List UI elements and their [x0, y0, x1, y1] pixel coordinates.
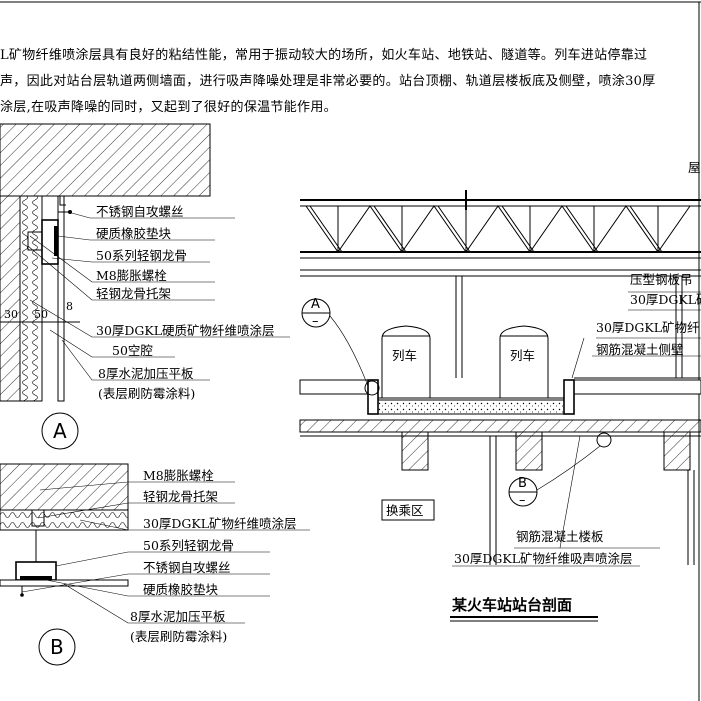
section-title: 某火车站站台剖面 — [452, 596, 572, 614]
intro-line-2: 声，因此对站台层轨道两侧墙面，进行吸声降噪处理是非常必要的。站台顶棚、轨道层楼板… — [0, 74, 656, 89]
main-slab — [299, 419, 701, 433]
detail-a-label-bolt: M8膨胀螺栓 — [96, 268, 167, 283]
section-label-deck: 压型钢板吊 — [630, 272, 693, 287]
svg-text:–: – — [519, 493, 526, 508]
platform-left — [299, 379, 375, 395]
detail-b-label-bracket: 轻钢龙骨托架 — [143, 489, 218, 504]
detail-a-label-board: 8厚水泥加压平板 — [98, 366, 194, 381]
detail-a-label-cavity: 50空腔 — [112, 343, 153, 358]
section-label-slab: 钢筋混凝土楼板 — [516, 529, 604, 544]
intro-line-3: 涂层,在吸声降噪的同时，又起到了很好的保温节能作用。 — [0, 100, 337, 115]
intro-line-1: L矿物纤维喷涂层具有良好的粘结性能，常用于振动较大的场所，如火车站、地铁站、隧道… — [0, 48, 648, 63]
detail-b-label-stud: 50系列轻钢龙骨 — [143, 538, 234, 553]
detail-a-marker — [41, 412, 79, 450]
beam-2 — [515, 431, 543, 471]
detail-b-bracket — [31, 510, 45, 527]
detail-a-slab — [0, 123, 211, 197]
detail-b-label-board: 8厚水泥加压平板 — [130, 609, 226, 624]
detail-b-slab — [0, 463, 129, 511]
detail-a-dim-50: 50 — [34, 308, 48, 321]
track-ballast — [373, 399, 571, 415]
train-1-label: 列车 — [392, 348, 417, 363]
detail-a-label-screw: 不锈钢自攻螺丝 — [96, 204, 184, 219]
detail-a-label-board-note: (表层刷防霉涂料) — [98, 386, 195, 401]
detail-a-label-pad: 硬质橡胶垫块 — [96, 226, 172, 241]
detail-a-wall — [0, 195, 21, 402]
detail-b-label-pad: 硬质橡胶垫块 — [143, 582, 219, 597]
detail-a-label-stud: 50系列轻钢龙骨 — [96, 248, 187, 263]
detail-b-label-bolt: M8膨胀螺栓 — [143, 468, 214, 483]
detail-b-label-screw: 不锈钢自攻螺丝 — [143, 560, 231, 575]
detail-b-coating — [0, 509, 129, 531]
detail-b-label-coating: 30厚DGKL矿物纤维喷涂层 — [143, 516, 297, 531]
train-2-label: 列车 — [510, 348, 535, 363]
section-label-roof: 屋 — [688, 160, 701, 175]
detail-a-coating — [19, 195, 43, 402]
detail-a: 30 50 8 不锈钢自攻螺丝 硬质橡胶垫块 50系列轻钢龙骨 M8膨胀螺栓 轻… — [0, 123, 290, 450]
svg-text:–: – — [312, 314, 319, 329]
detail-a-marker-label: A — [53, 419, 67, 443]
beam-1 — [401, 431, 429, 471]
detail-a-rubber-pad — [54, 226, 58, 256]
platform-right — [563, 379, 701, 395]
section-label-wall-coating: 30厚DGKL矿物纤 — [596, 320, 700, 335]
section-label-roof-coating: 30厚DGKL矿 — [630, 292, 701, 307]
detail-b-board — [0, 579, 129, 587]
section-marker-b-label: B — [518, 476, 527, 491]
station-section: 列车 列车 — [299, 160, 701, 622]
detail-a-label-coating: 30厚DGKL硬质矿物纤维喷涂层 — [96, 323, 275, 338]
detail-a-dim-30: 30 — [4, 308, 18, 321]
detail-a-label-bracket: 轻钢龙骨托架 — [96, 286, 171, 301]
detail-a-dim-8: 8 — [66, 300, 73, 313]
section-label-side-wall: 钢筋混凝土侧壁 — [596, 342, 684, 357]
detail-b-label-board-note: (表层刷防霉涂料) — [130, 629, 227, 644]
section-label-transfer: 换乘区 — [386, 503, 424, 518]
section-label-slab-coating: 30厚DGKL矿物纤维吸声喷涂层 — [454, 551, 633, 566]
detail-a-bracket — [27, 231, 42, 251]
train-1: 列车 — [381, 325, 431, 399]
beam-3 — [663, 431, 691, 471]
detail-b-marker-label: B — [50, 635, 64, 659]
section-marker-a-label: A — [311, 297, 320, 312]
detail-b: M8膨胀螺栓 轻钢龙骨托架 30厚DGKL矿物纤维喷涂层 50系列轻钢龙骨 不锈… — [0, 463, 310, 666]
transfer-zone-box — [381, 499, 435, 521]
train-2: 列车 — [499, 325, 549, 399]
detail-b-marker — [38, 628, 76, 666]
detail-a-top-trim — [59, 196, 66, 206]
truss-web — [305, 205, 691, 253]
detail-a-board — [57, 195, 65, 402]
